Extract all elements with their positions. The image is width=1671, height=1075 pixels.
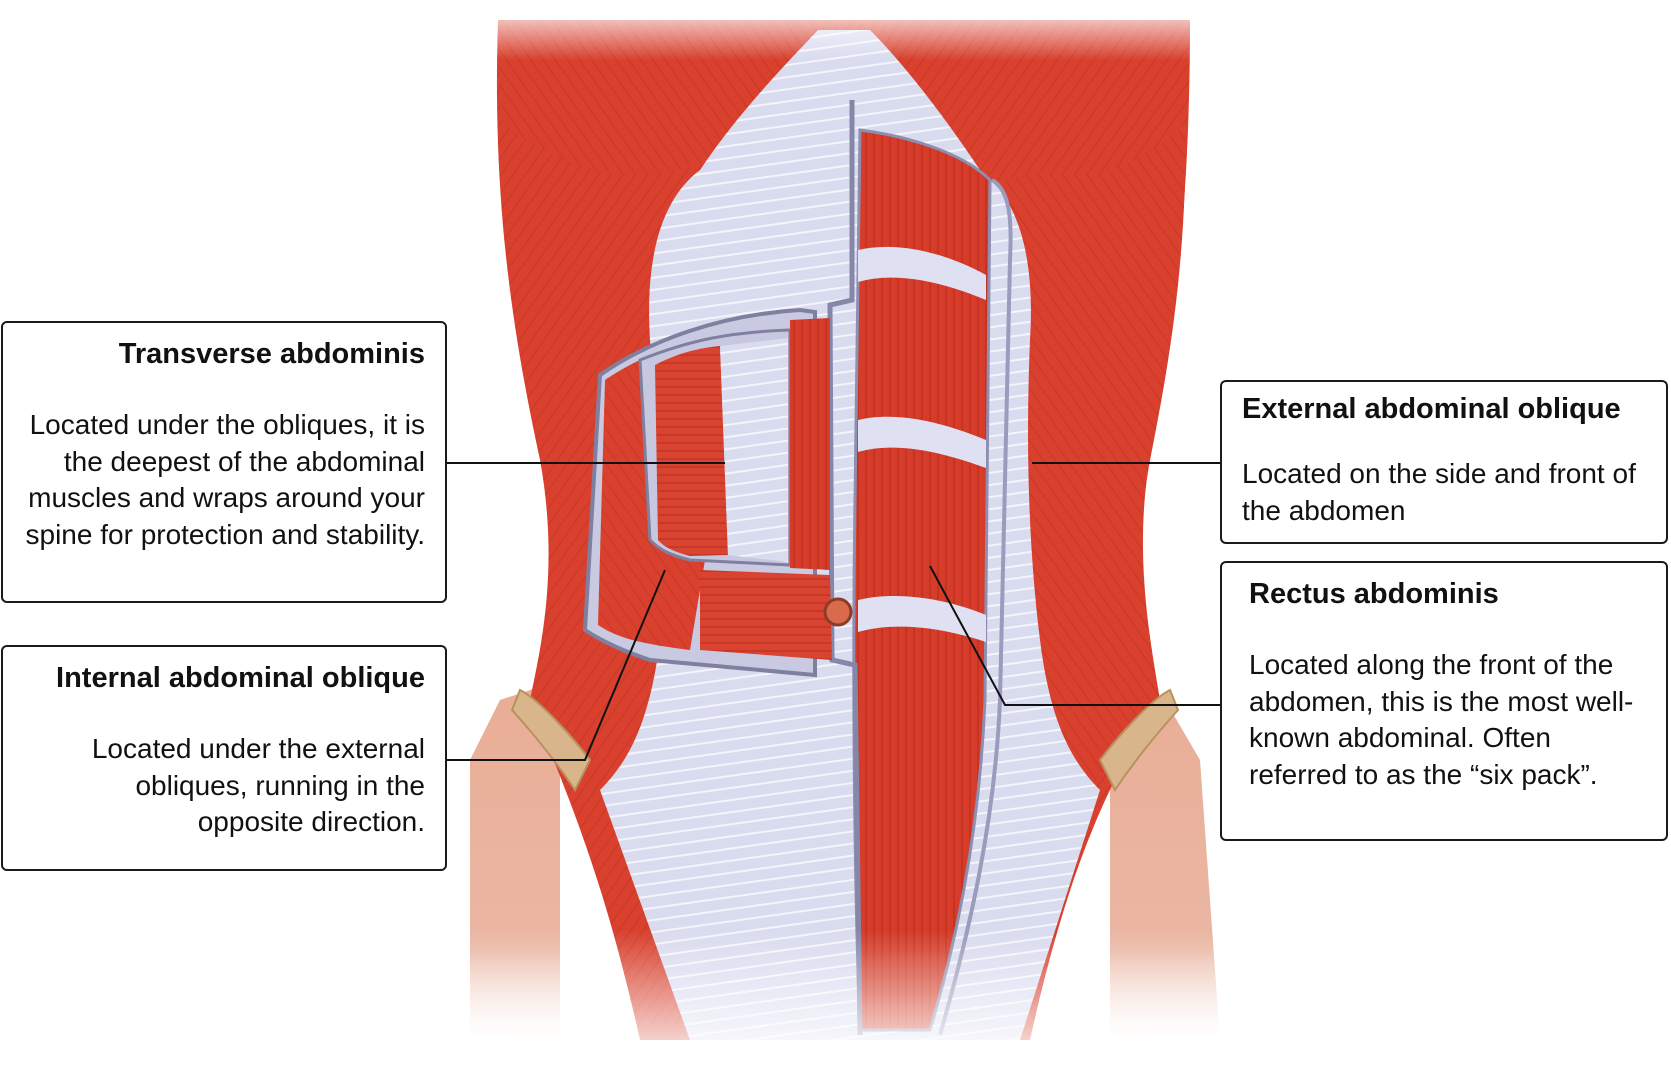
callout-rectus-abdominis: Rectus abdominis Located along the front… bbox=[1220, 561, 1668, 841]
tendinous-intersection-1 bbox=[858, 246, 986, 300]
callout-title: Transverse abdominis bbox=[118, 338, 425, 370]
callout-title: Internal abdominal oblique bbox=[56, 662, 425, 694]
leader-internal bbox=[447, 569, 666, 761]
lower-internal-band bbox=[700, 570, 832, 660]
transverse-abdominis bbox=[655, 346, 728, 556]
callout-title: External abdominal oblique bbox=[1242, 393, 1621, 425]
callout-internal-abdominal-oblique: Internal abdominal oblique Located under… bbox=[1, 645, 447, 871]
tendinous-intersection-3 bbox=[858, 595, 986, 642]
transverse-aponeurosis bbox=[720, 338, 788, 562]
callout-description: Located along the front of the abdomen, … bbox=[1249, 649, 1634, 790]
callout-description: Located under the external obliques, run… bbox=[91, 733, 425, 837]
external-oblique-right bbox=[1000, 80, 1186, 830]
umbilicus bbox=[823, 597, 853, 627]
tendinous-intersection-2 bbox=[858, 416, 986, 468]
callout-description: Located on the side and front of the abd… bbox=[1242, 458, 1636, 526]
callout-external-abdominal-oblique: External abdominal oblique Located on th… bbox=[1220, 380, 1668, 544]
iliac-crest-left bbox=[510, 688, 592, 792]
iliac-crest-right bbox=[1098, 688, 1180, 792]
callout-transverse-abdominis: Transverse abdominis Located under the o… bbox=[1, 321, 447, 603]
left-rectus-strip bbox=[790, 318, 830, 570]
linea-alba-cut bbox=[827, 100, 863, 1036]
leader-rectus bbox=[929, 565, 1220, 706]
callout-description: Located under the obliques, it is the de… bbox=[25, 409, 425, 550]
callout-title: Rectus abdominis bbox=[1249, 578, 1499, 610]
